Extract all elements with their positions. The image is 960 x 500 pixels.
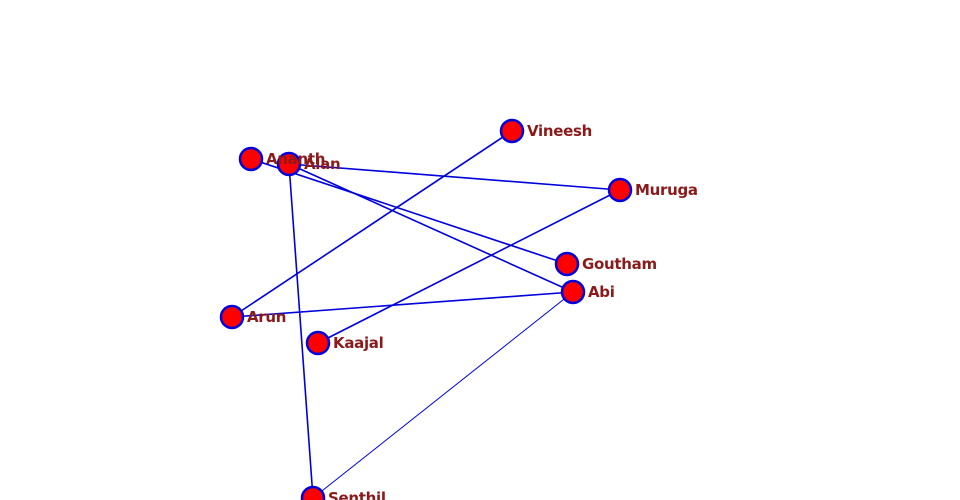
node-label-alan: Alan: [304, 155, 340, 173]
node-label-senthil: Senthil: [328, 489, 386, 500]
node-goutham[interactable]: [554, 251, 580, 277]
node-ananth[interactable]: [238, 146, 264, 172]
edge-muruga-kaajal: [317, 189, 621, 344]
node-label-muruga: Muruga: [635, 181, 698, 199]
nodes-layer: [219, 118, 633, 500]
node-kaajal[interactable]: [305, 330, 331, 356]
node-abi[interactable]: [560, 279, 586, 305]
node-label-goutham: Goutham: [582, 255, 657, 273]
node-label-arun: Arun: [247, 308, 286, 326]
node-label-abi: Abi: [588, 283, 615, 301]
labels-layer: VineeshAnanthAlanMurugaGouthamAbiArunKaa…: [247, 122, 698, 500]
edge-alan-senthil: [288, 163, 314, 499]
edge-alan-abi: [288, 163, 574, 293]
edges-layer: [231, 130, 621, 499]
node-vineesh[interactable]: [499, 118, 525, 144]
node-arun[interactable]: [219, 304, 245, 330]
node-label-vineesh: Vineesh: [527, 122, 592, 140]
edge-abi-senthil: [312, 291, 574, 499]
node-alan[interactable]: [276, 151, 302, 177]
node-senthil[interactable]: [300, 485, 326, 500]
edge-ananth-goutham: [250, 158, 568, 265]
edge-arun-abi: [231, 291, 574, 318]
node-label-ananth: Ananth: [266, 150, 325, 168]
node-muruga[interactable]: [607, 177, 633, 203]
node-label-kaajal: Kaajal: [333, 334, 383, 352]
edge-alan-muruga: [288, 163, 621, 191]
edge-vineesh-arun: [231, 130, 513, 318]
